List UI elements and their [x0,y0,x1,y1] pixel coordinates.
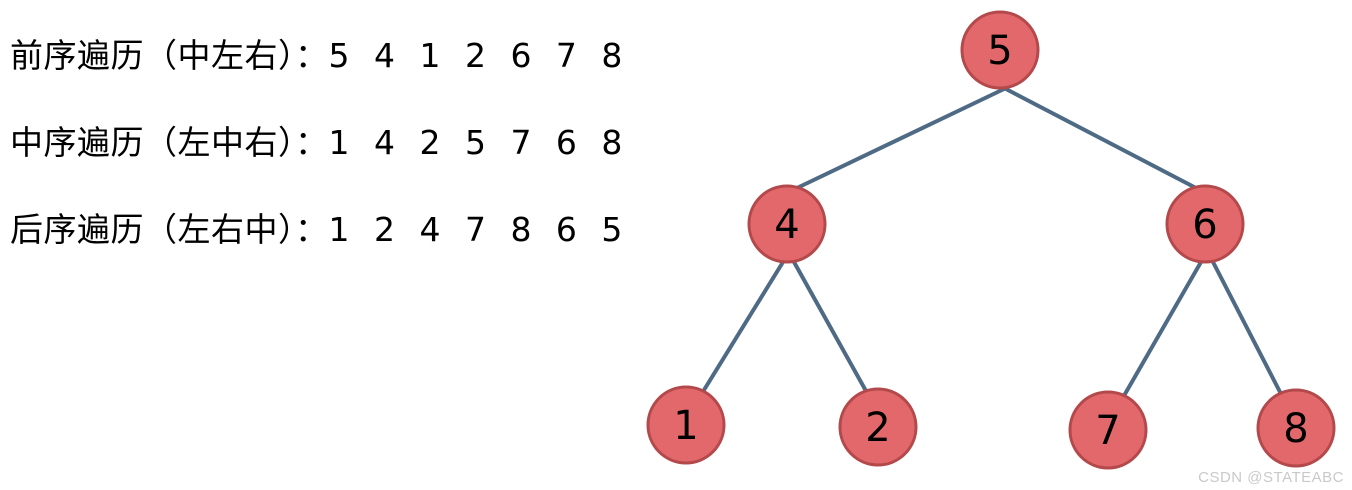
tree-node-label: 6 [1192,202,1217,248]
tree-node-label: 8 [1283,406,1308,452]
tree-node-label: 5 [987,28,1012,74]
tree-edge-5-4 [795,87,1006,190]
traversal-label-inorder: 中序遍历（左中右）： [10,123,329,162]
traversal-sequence-postorder: 1 2 4 7 8 6 5 [328,210,630,249]
tree-edge-6-8 [1211,260,1282,394]
tree-node-circle [1068,390,1148,470]
tree-node-circle [838,387,918,467]
tree-node-2[interactable]: 2 [838,387,918,467]
tree-node-label: 1 [673,403,698,449]
tree-node-5[interactable]: 5 [960,10,1040,90]
tree-node-circle [1165,184,1245,264]
traversal-text-block: 前序遍历（中左右）：5 4 1 2 6 7 8 中序遍历（左中右）：1 4 2 … [10,12,710,273]
traversal-sequence-preorder: 5 4 1 2 6 7 8 [328,36,630,75]
tree-node-circle [646,385,726,465]
traversal-label-preorder: 前序遍历（中左右）： [10,36,329,75]
tree-node-1[interactable]: 1 [646,385,726,465]
tree-edge-6-7 [1123,260,1203,396]
tree-edge-5-6 [1004,87,1198,190]
tree-node-label: 4 [774,202,799,248]
tree-node-4[interactable]: 4 [747,184,827,264]
tree-nodes: 5 4 6 1 2 7 8 [646,10,1336,470]
tree-node-8[interactable]: 8 [1256,388,1336,468]
traversal-line-preorder: 前序遍历（中左右）：5 4 1 2 6 7 8 [10,12,710,99]
tree-edge-4-1 [702,260,785,392]
tree-node-7[interactable]: 7 [1068,390,1148,470]
tree-node-circle [747,184,827,264]
tree-node-label: 7 [1095,408,1120,454]
tree-node-circle [960,10,1040,90]
tree-node-label: 2 [865,405,890,451]
watermark-text: CSDN @STATEABC [1198,469,1344,486]
traversal-label-postorder: 后序遍历（左右中）： [10,210,329,249]
tree-edges [702,87,1282,396]
traversal-line-inorder: 中序遍历（左中右）：1 4 2 5 7 6 8 [10,99,710,186]
tree-node-6[interactable]: 6 [1165,184,1245,264]
traversal-sequence-inorder: 1 4 2 5 7 6 8 [328,123,630,162]
tree-node-circle [1256,388,1336,468]
traversal-line-postorder: 后序遍历（左右中）：1 2 4 7 8 6 5 [10,186,710,273]
tree-edge-4-2 [792,260,868,393]
